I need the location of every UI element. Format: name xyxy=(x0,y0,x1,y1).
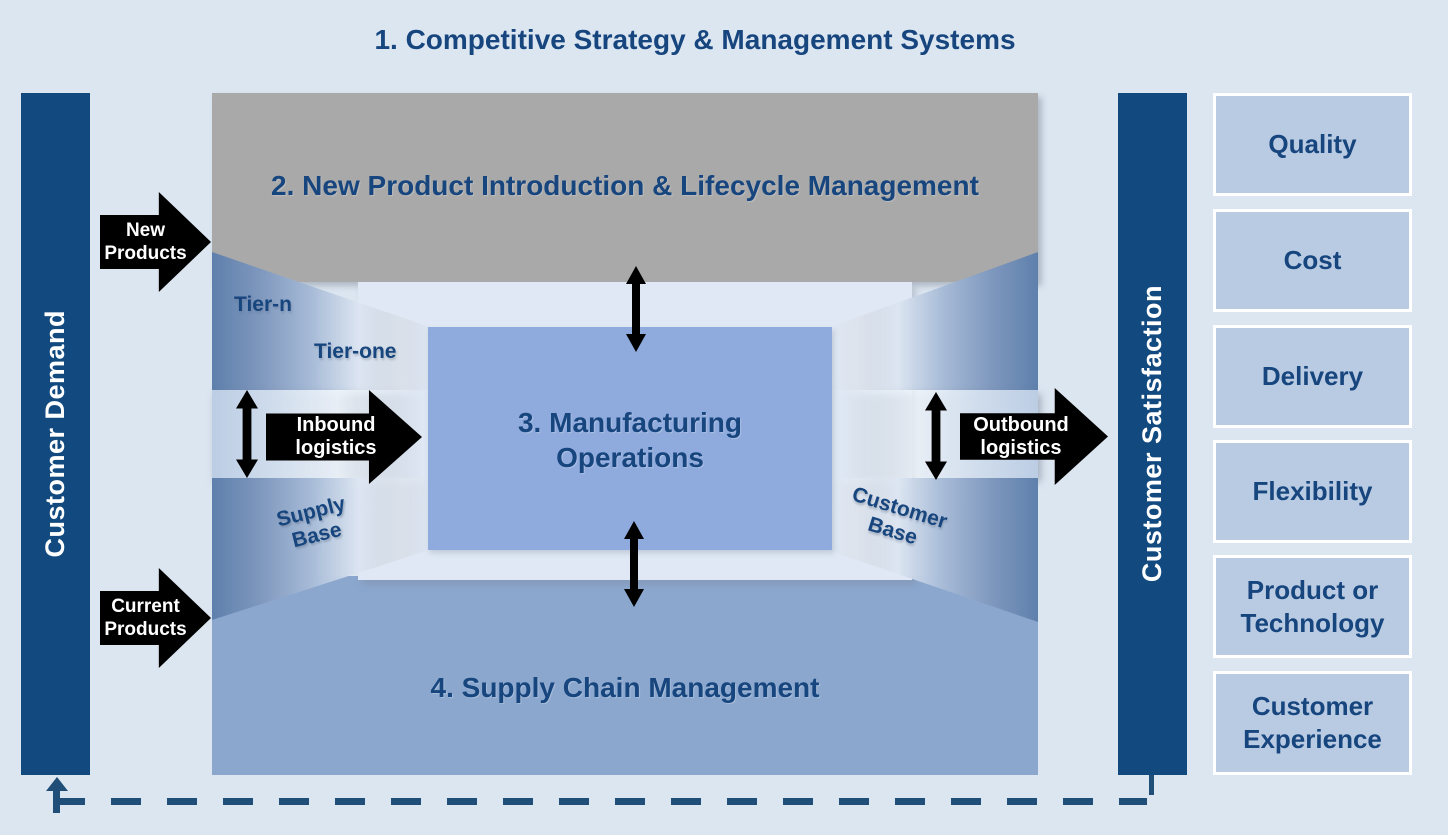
manufacturing-label-line1: 3. Manufacturing xyxy=(517,407,742,438)
customer-demand-bar: Customer Demand xyxy=(21,93,90,775)
npi-lifecycle-label: 2. New Product Introduction & Lifecycle … xyxy=(271,170,979,201)
manufacturing-label: 3. Manufacturing Operations xyxy=(428,405,832,475)
current-products-arrow-icon: Current Products xyxy=(100,568,211,668)
new-products-arrow-icon: New Products xyxy=(100,192,211,292)
feedback-connector-segment xyxy=(1149,775,1154,795)
feedback-arrow-shaft xyxy=(53,789,60,813)
feedback-arrow-up-icon xyxy=(46,777,68,791)
supply-chain-label: 4. Supply Chain Management xyxy=(430,672,820,703)
tier-n-label: Tier-n xyxy=(234,293,292,316)
supply-chain-box xyxy=(212,576,1038,775)
customer-satisfaction-bar: Customer Satisfaction xyxy=(1118,93,1187,775)
outcome-box-quality: Quality xyxy=(1213,93,1412,196)
customer-satisfaction-label: Customer Satisfaction xyxy=(1137,285,1167,583)
manufacturing-box xyxy=(428,327,832,550)
manufacturing-label-line2: Operations xyxy=(556,442,704,473)
npi-lifecycle-box xyxy=(212,93,1038,282)
feedback-dashed-line xyxy=(55,798,1147,805)
outcome-box-customer-experience: Customer Experience xyxy=(1213,671,1412,775)
page-title: 1. Competitive Strategy & Management Sys… xyxy=(374,24,1016,55)
customer-demand-label: Customer Demand xyxy=(40,310,70,558)
outcome-box-product-technology: Product or Technology xyxy=(1213,555,1412,658)
outcome-box-delivery: Delivery xyxy=(1213,325,1412,428)
outcome-box-cost: Cost xyxy=(1213,209,1412,312)
tier-one-label: Tier-one xyxy=(314,340,397,363)
outcome-box-flexibility: Flexibility xyxy=(1213,440,1412,543)
